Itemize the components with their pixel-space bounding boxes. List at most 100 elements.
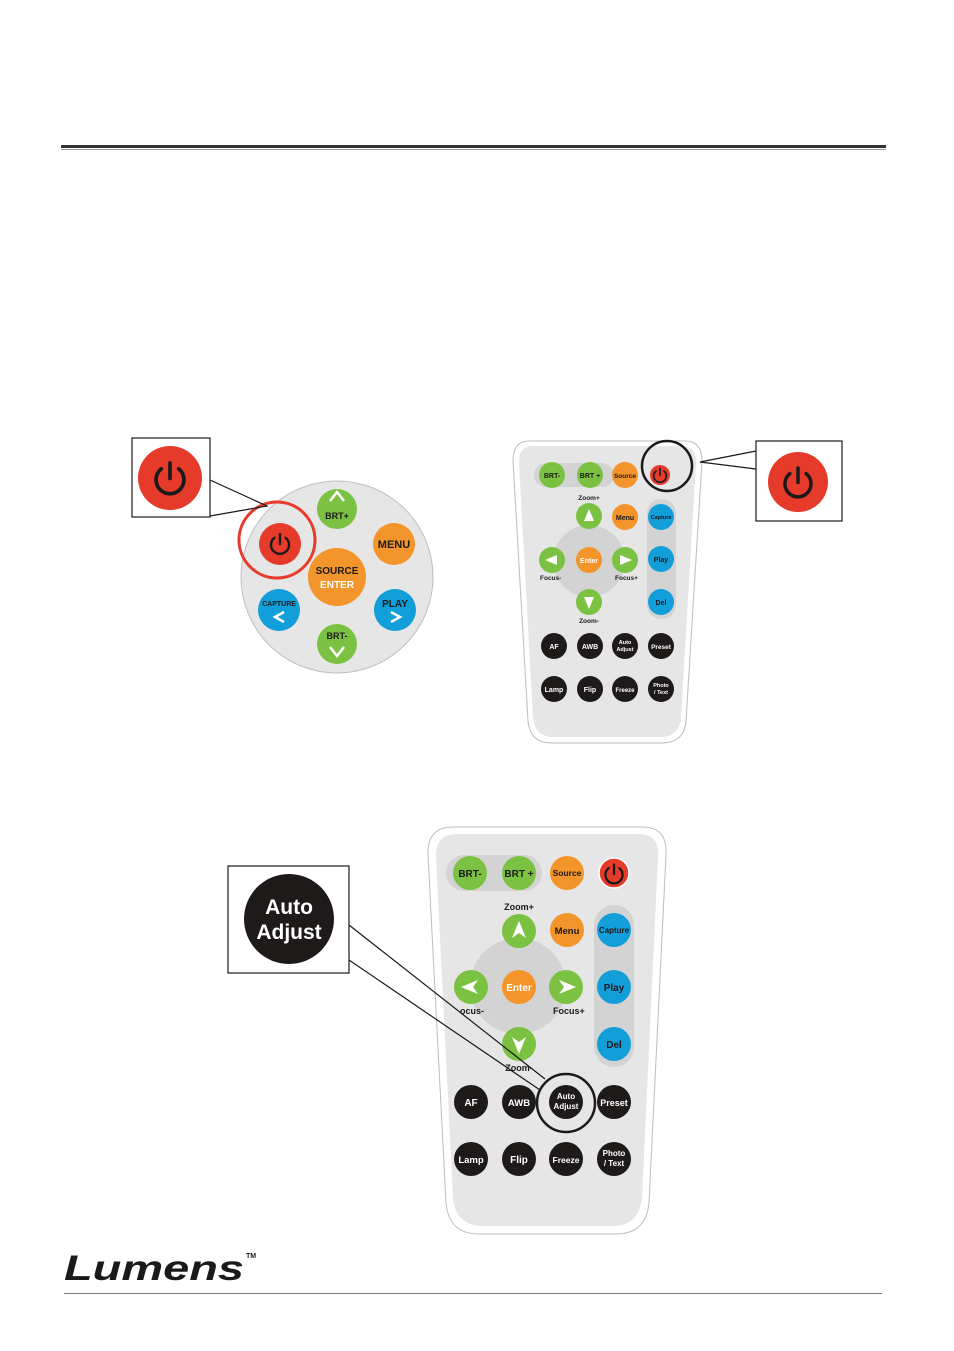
panel-menu-button[interactable]: MENU bbox=[373, 523, 415, 565]
remote-small-af-label: AF bbox=[549, 644, 559, 651]
panel-source-enter-button[interactable]: SOURCE ENTER bbox=[308, 548, 366, 606]
remote-large-awb-label: AWB bbox=[508, 1098, 530, 1109]
panel-power-button[interactable] bbox=[259, 523, 301, 565]
remote-small-awb-label: AWB bbox=[582, 644, 598, 651]
remote-large-power-button[interactable] bbox=[598, 857, 630, 889]
remote-small-zoom-minus-button[interactable] bbox=[576, 589, 602, 615]
remote-small-focus-minus-label: Focus- bbox=[540, 575, 561, 582]
panel-play-button[interactable]: PLAY bbox=[374, 589, 416, 631]
remote-large-freeze-label: Freeze bbox=[553, 1155, 580, 1165]
remote-small-source-button[interactable]: Source bbox=[612, 462, 638, 488]
remote-small-awb-button[interactable]: AWB bbox=[577, 633, 603, 659]
remote-large-photo-label: Photo bbox=[603, 1149, 626, 1158]
remote-small-brt-minus-label: BRT- bbox=[544, 473, 561, 480]
remote-large-flip-label: Flip bbox=[510, 1155, 528, 1166]
remote-large-play-button[interactable]: Play bbox=[597, 970, 631, 1004]
remote-small-zoom-plus-button[interactable] bbox=[576, 503, 602, 529]
remote-small-af-button[interactable]: AF bbox=[541, 633, 567, 659]
remote-small-del-button[interactable]: Del bbox=[648, 589, 674, 615]
panel-brt-minus-button[interactable]: BRT- bbox=[317, 624, 357, 664]
right-arrow-icon bbox=[390, 610, 403, 624]
remote-large-brt-plus-button[interactable]: BRT + bbox=[502, 856, 536, 890]
remote-small-source-label: Source bbox=[614, 473, 636, 480]
power-callout-left bbox=[131, 437, 270, 518]
remote-small-power-button[interactable] bbox=[650, 465, 670, 485]
remote-large-lamp-button[interactable]: Lamp bbox=[454, 1142, 488, 1176]
remote-small-focus-minus-button[interactable] bbox=[539, 547, 565, 573]
panel-brt-plus-button[interactable]: BRT+ bbox=[317, 489, 357, 529]
remote-small-preset-button[interactable]: Preset bbox=[648, 633, 674, 659]
up-arrow-icon bbox=[512, 921, 526, 938]
remote-small-zoom-plus-label: Zoom+ bbox=[578, 495, 600, 502]
remote-small-preset-label: Preset bbox=[651, 644, 672, 651]
remote-small-enter-button[interactable]: Enter bbox=[576, 547, 602, 573]
remote-large-zoom-minus-label: Zoom- bbox=[505, 1063, 533, 1073]
remote-small-capture-button[interactable]: Capture bbox=[648, 504, 674, 530]
remote-large-af-label: AF bbox=[464, 1098, 477, 1109]
remote-small-menu-button[interactable]: Menu bbox=[612, 504, 638, 530]
remote-small-photo-text-button[interactable]: Photo/ Text bbox=[648, 676, 674, 702]
panel-play-label: PLAY bbox=[382, 599, 408, 610]
remote-small-auto-label: Auto bbox=[619, 640, 632, 646]
highlight-circle bbox=[237, 500, 317, 580]
remote-large-menu-button[interactable]: Menu bbox=[550, 913, 584, 947]
remote-large-enter-button[interactable]: Enter bbox=[502, 970, 536, 1004]
remote-large-photo-text-button[interactable]: Photo/ Text bbox=[597, 1142, 631, 1176]
remote-large-freeze-button[interactable]: Freeze bbox=[549, 1142, 583, 1176]
remote-large-zoom-minus-button[interactable] bbox=[502, 1027, 536, 1061]
lumens-logo: Lumens bbox=[64, 1249, 244, 1288]
remote-large-adjust-label: Adjust bbox=[554, 1102, 579, 1111]
remote-small-play-label: Play bbox=[654, 557, 669, 564]
remote-small-lamp-button[interactable]: Lamp bbox=[541, 676, 567, 702]
remote-large-awb-button[interactable]: AWB bbox=[502, 1085, 536, 1119]
remote-small-freeze-button[interactable]: Freeze bbox=[612, 676, 638, 702]
remote-small-capture-label: Capture bbox=[651, 515, 672, 521]
remote-large-brt-minus-button[interactable]: BRT- bbox=[453, 856, 487, 890]
header-rule bbox=[61, 145, 886, 150]
remote-large-menu-label: Menu bbox=[555, 926, 580, 937]
remote-small-del-label: Del bbox=[656, 600, 667, 607]
remote-large-capture-label: Capture bbox=[599, 926, 630, 935]
remote-large-source-button[interactable]: Source bbox=[550, 856, 584, 890]
remote-large-focus-plus-label: Focus+ bbox=[553, 1006, 585, 1016]
panel-capture-button[interactable]: CAPTURE bbox=[258, 589, 300, 631]
down-arrow-icon bbox=[329, 646, 345, 659]
remote-large-zoom-plus-button[interactable] bbox=[502, 914, 536, 948]
remote-large-source-label: Source bbox=[553, 868, 582, 878]
remote-small-lamp-label: Lamp bbox=[545, 687, 564, 694]
remote-large-capture-button[interactable]: Capture bbox=[597, 913, 631, 947]
highlight-circle bbox=[640, 439, 694, 493]
remote-small-play-button[interactable]: Play bbox=[648, 546, 674, 572]
remote-small-brt-minus-button[interactable]: BRT- bbox=[539, 462, 565, 488]
panel-menu-label: MENU bbox=[378, 539, 410, 551]
remote-large-focus-plus-button[interactable] bbox=[549, 970, 583, 1004]
remote-large-brt-minus-label: BRT- bbox=[458, 869, 481, 880]
left-arrow-icon bbox=[272, 610, 285, 624]
callout-adjust-label: Adjust bbox=[256, 921, 321, 944]
remote-large-preset-button[interactable]: Preset bbox=[597, 1085, 631, 1119]
remote-small-focus-plus-button[interactable] bbox=[612, 547, 638, 573]
remote-large-del-button[interactable]: Del bbox=[597, 1027, 631, 1061]
remote-large-af-button[interactable]: AF bbox=[454, 1085, 488, 1119]
remote-small-zoom-minus-label: Zoom- bbox=[579, 618, 599, 625]
panel-brt-plus-label: BRT+ bbox=[325, 511, 349, 521]
auto-adjust-zoom-button bbox=[244, 874, 334, 964]
highlight-circle bbox=[535, 1072, 597, 1134]
remote-large-preset-label: Preset bbox=[600, 1098, 628, 1108]
down-arrow-icon bbox=[512, 1037, 526, 1054]
up-arrow-icon bbox=[584, 509, 594, 521]
remote-small-brt-plus-button[interactable]: BRT + bbox=[577, 462, 603, 488]
remote-small-focus-plus-label: Focus+ bbox=[615, 575, 638, 582]
remote-large-brt-plus-label: BRT + bbox=[504, 869, 533, 880]
remote-small-flip-button[interactable]: Flip bbox=[577, 676, 603, 702]
remote-large-auto-label: Auto bbox=[557, 1092, 575, 1101]
remote-large-focus-minus-label: ocus- bbox=[460, 1006, 484, 1016]
remote-large-focus-minus-button[interactable] bbox=[454, 970, 488, 1004]
remote-large-flip-button[interactable]: Flip bbox=[502, 1142, 536, 1176]
remote-small-text-label: / Text bbox=[654, 690, 668, 696]
remote-small-freeze-label: Freeze bbox=[615, 688, 635, 694]
auto-adjust-callout: Auto Adjust ocus- bbox=[227, 865, 546, 1091]
